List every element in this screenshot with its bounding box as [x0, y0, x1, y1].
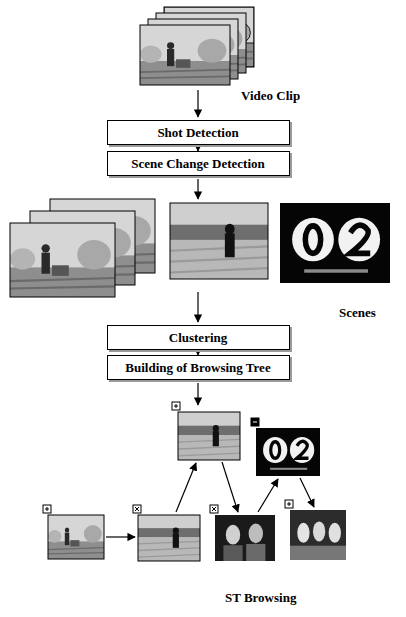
picture-caption: Video Clip	[240, 88, 301, 103]
process-box: Clustering	[107, 325, 290, 350]
frame-border	[178, 412, 240, 460]
collapse-marker	[251, 418, 259, 426]
process-box: Building of Browsing Tree	[107, 355, 290, 380]
box-text: Scene Change Detection	[131, 156, 265, 171]
box-text: Clustering	[169, 330, 228, 345]
flow-arrow	[197, 179, 198, 199]
tree-thumbnail	[48, 515, 104, 559]
cross-sign	[135, 507, 139, 511]
marker-box	[210, 505, 218, 513]
process-box: Scene Change Detection	[107, 151, 290, 176]
picture-caption: Scenes	[338, 305, 377, 320]
marker-box	[43, 505, 51, 513]
expand-marker	[285, 500, 293, 508]
tree-thumbnail	[215, 515, 275, 561]
tree-thumbnail	[138, 515, 200, 561]
process-box: Shot Detection	[107, 120, 290, 145]
marker-box	[133, 505, 141, 513]
box-text: Shot Detection	[157, 125, 238, 140]
frame-border	[170, 203, 268, 279]
frame-border	[138, 515, 200, 561]
flow-arrow	[197, 383, 198, 405]
scene-images	[10, 199, 390, 297]
frame-border	[10, 223, 115, 297]
marker-box	[251, 418, 259, 426]
collapse-marker	[210, 505, 218, 513]
collapse-marker	[133, 505, 141, 513]
expand-marker	[172, 402, 180, 410]
tree-thumbnail	[290, 510, 346, 560]
tree-arrow	[106, 536, 135, 537]
plus-sign	[287, 502, 291, 506]
tree-thumbnail	[178, 412, 240, 460]
minus-sign	[253, 422, 257, 423]
video-frame	[140, 25, 230, 85]
cross-sign	[212, 507, 216, 511]
flow-arrow	[197, 90, 198, 117]
flow-arrow	[197, 292, 198, 322]
plus-sign	[174, 404, 178, 408]
frame-border	[140, 25, 230, 85]
expand-marker	[43, 505, 51, 513]
frame-border	[48, 515, 104, 559]
video-clip-stack	[140, 7, 254, 85]
tree-arrow	[258, 479, 278, 512]
picture-caption: ST Browsing	[224, 590, 297, 605]
box-text: Building of Browsing Tree	[125, 360, 270, 375]
scene-frame	[170, 203, 268, 279]
plus-sign	[45, 507, 49, 511]
tree-arrow	[176, 463, 196, 512]
marker-box	[285, 500, 293, 508]
scene-frame	[280, 203, 390, 283]
scene-frame	[10, 223, 115, 297]
tree-arrow	[300, 478, 314, 507]
browsing-tree	[43, 402, 346, 561]
tree-arrow	[222, 462, 238, 512]
marker-box	[172, 402, 180, 410]
tree-thumbnail	[256, 428, 320, 476]
